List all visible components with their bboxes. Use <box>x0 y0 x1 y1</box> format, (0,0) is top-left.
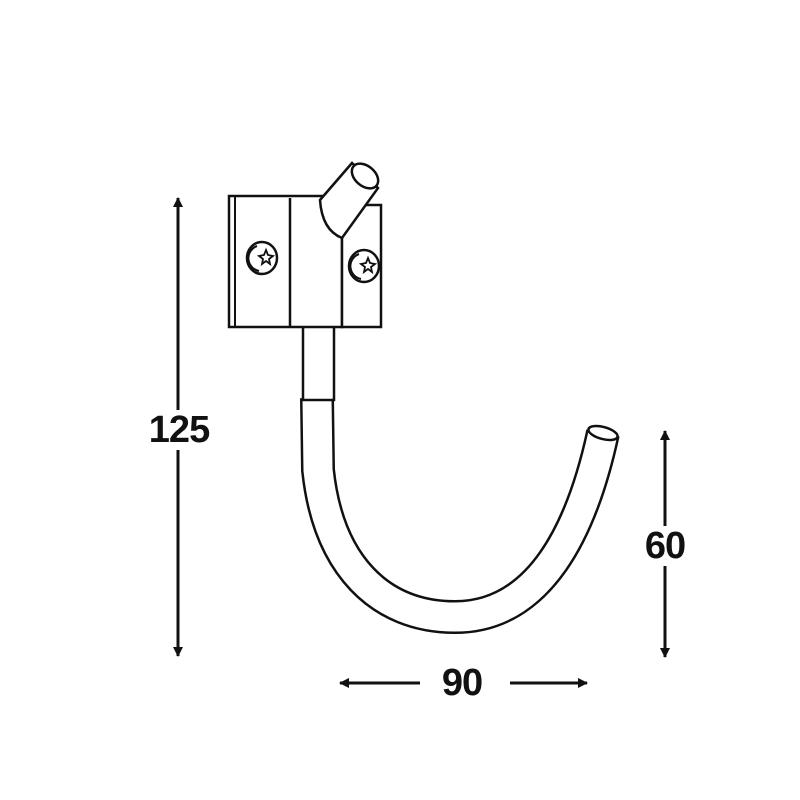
dimension-label-height: 125 <box>144 410 214 450</box>
dimension-label-hook-height: 60 <box>640 526 690 566</box>
hook-stem <box>301 323 336 402</box>
hook-tube <box>300 395 620 635</box>
screw-icon <box>245 240 279 276</box>
screw-icon <box>347 248 381 284</box>
dimension-label-width: 90 <box>437 663 487 703</box>
angled-peg <box>318 161 380 240</box>
